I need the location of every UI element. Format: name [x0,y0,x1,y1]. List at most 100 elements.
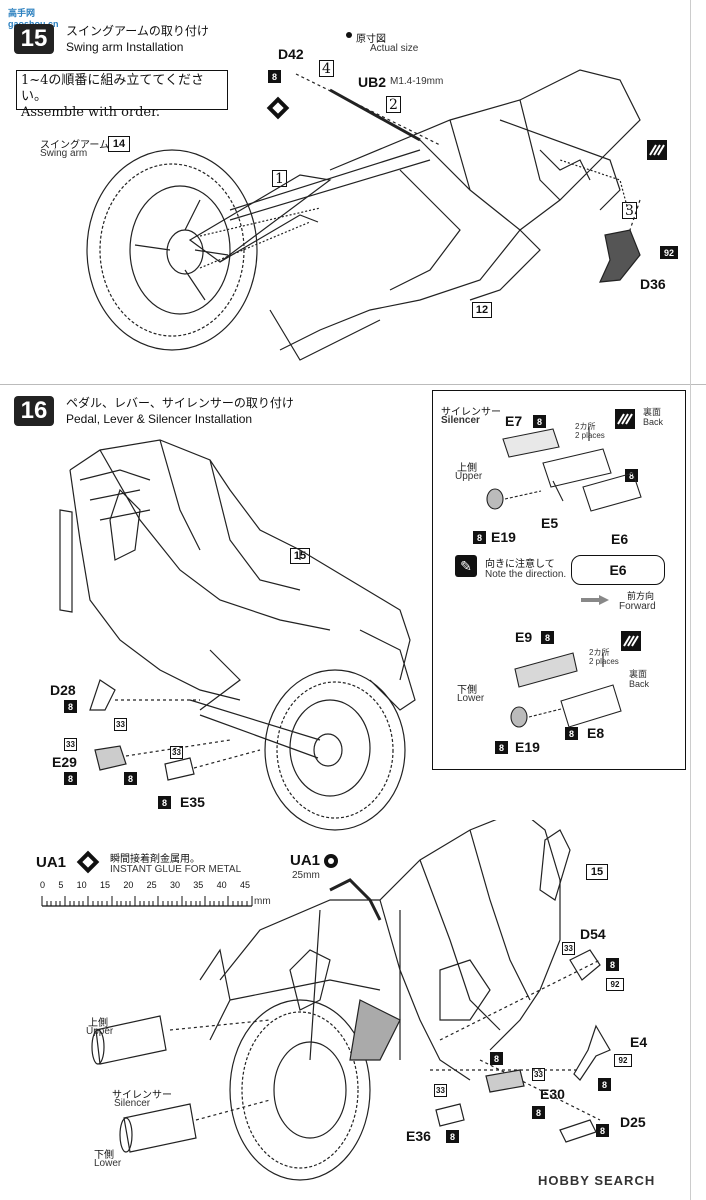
metal-paint-icon-silencer-lower [621,631,641,651]
lower-jp: 下側 [457,685,477,696]
paint-33-d54: 33 [562,942,575,955]
part-e6: E6 [611,531,629,547]
wire-length: 25mm [292,870,320,881]
part-d28: D28 [50,682,76,698]
ruler-tick-25: 25 [146,880,157,890]
paint-d25: 8 [596,1124,609,1137]
part-e36: E36 [406,1128,431,1144]
actual-size-en: Actual size [370,43,419,54]
part-e29: E29 [52,754,77,770]
silencer-lower-parts-drawing [510,652,622,728]
paint-e30-b: 8 [532,1106,545,1119]
places-2-en-upper: 2 places [575,431,605,440]
ruler-tick-45: 45 [239,880,250,890]
upper-en: Upper [455,471,483,482]
note-en: Assemble with order. [21,105,161,120]
wire-ring-icon [324,854,338,868]
order-4: 4 [319,60,334,77]
footer-watermark: HOBBY SEARCH [538,1172,655,1190]
part-d25: D25 [620,1114,646,1130]
part-e7: E7 [505,413,523,429]
part-e8: E8 [587,725,605,741]
part-e5: E5 [541,515,559,531]
ruler-scale [41,896,253,907]
e6-direction-box: E6 [571,555,665,585]
silencer-detail-panel: サイレンサー Silencer E7 8 2カ所 2 places 裏面 Bac… [432,390,686,770]
metal-paint-icon-silencer-upper [615,409,635,429]
part-ub2-size: M1.4-19mm [390,76,444,87]
paint-e7: 8 [533,415,546,428]
paint-e8: 8 [565,727,578,740]
part-d54: D54 [580,926,606,942]
part-e30: E30 [540,1086,565,1102]
paint-e29-a: 8 [64,772,77,785]
step-16-title-jp: ペダル、レバー、サイレンサーの取り付け [66,396,294,410]
swing-arm-ref-14: 14 [108,136,130,152]
forward-en: Forward [619,601,656,612]
step-16-frame-illustration [59,439,416,831]
part-d42: D42 [278,46,304,62]
part-ub2: UB2 [358,74,387,90]
paint-33-e35: 33 [170,746,183,759]
wire-code-ua1: UA1 [290,852,321,869]
paint-e9: 8 [541,631,554,644]
ruler-tick-10: 10 [76,880,87,890]
bottom-silencer-jp: サイレンサー [112,1090,172,1101]
paint-e19-lower: 8 [495,741,508,754]
back-en-lower: Back [629,679,650,689]
paint-e36: 8 [446,1130,459,1143]
glue-en: INSTANT GLUE FOR METAL [110,864,242,875]
bottom-upper-jp: 上側 [88,1018,108,1029]
wire-ring-hole [328,858,334,864]
part-e4: E4 [630,1034,648,1050]
direction-note-en: Note the direction. [485,569,567,580]
ref-15-lower: 15 [586,864,608,880]
part-e19-upper: E19 [491,529,516,545]
ruler-ticks-row: 0 5 10 15 20 25 30 35 40 45 [40,880,250,892]
ruler-tick-40: 40 [216,880,227,890]
step-16-number: 16 [14,396,54,426]
paint-33-e30: 33 [532,1068,545,1081]
ruler-unit: mm [254,896,271,907]
step-15-title-jp: スイングアームの取り付け [66,24,209,38]
right-margin-line [690,0,691,1200]
paint-d28: 8 [64,700,77,713]
step-15-title-en: Swing arm Installation [66,40,184,54]
glue-jp: 瞬間接着剤金属用。 [110,854,200,865]
actual-size-jp: 原寸図 [356,34,386,45]
ruler-tick-5: 5 [58,880,64,890]
paint-d54: 8 [606,958,619,971]
paint-code-d36: 92 [660,246,678,259]
paint-e19-upper: 8 [473,531,486,544]
lower-en: Lower [457,693,485,704]
actual-size-rod-icon [346,32,352,38]
note-jp: 1~4の順番に組み立ててください。 [21,73,205,104]
bottom-upper-en: Upper [86,1026,114,1037]
ruler-tick-15: 15 [99,880,110,890]
bottom-silencer-en: Silencer [114,1098,151,1109]
paint-e30-a: 8 [490,1052,503,1065]
paint-92-d54: 92 [606,978,624,991]
footer-watermark-text: HOBBY SEARCH [538,1173,656,1188]
bottom-lower-en: Lower [94,1158,122,1169]
ruler-tick-35: 35 [193,880,204,890]
glue-code-ua1: UA1 [36,854,67,871]
step-16-title-en: Pedal, Lever & Silencer Installation [66,412,253,426]
paint-e29-b: 8 [124,772,137,785]
part-e19-lower: E19 [515,739,540,755]
places-2-jp-lower: 2カ所 [589,648,610,657]
step-15-number: 15 [14,24,54,54]
ruler-tick-0: 0 [40,880,46,890]
assemble-order-note: 1~4の順番に組み立ててください。 Assemble with order. [16,70,228,120]
paint-code-d42: 8 [268,70,281,83]
back-jp-lower: 裏面 [629,669,648,679]
ref-15-upper: 15 [290,548,310,564]
section-divider [0,384,706,385]
forward-jp: 前方向 [627,592,655,602]
direction-note-jp: 向きに注意して [485,559,555,570]
swing-arm-label-jp: スイングアーム [40,140,110,151]
forward-arrow-icon [581,595,609,605]
silencer-title-jp: サイレンサー [441,407,501,418]
back-jp-upper: 裏面 [643,407,662,417]
e6-direction-label: E6 [609,562,627,578]
